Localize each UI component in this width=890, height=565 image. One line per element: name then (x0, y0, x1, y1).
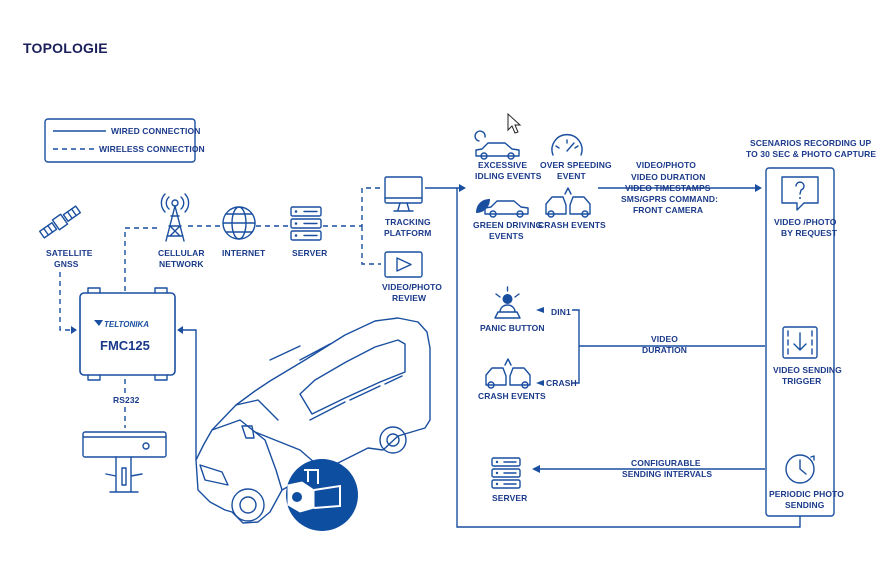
overspeed-label-1: OVER SPEEDING (540, 160, 612, 170)
trigger-label-1: VIDEO SENDING (773, 365, 842, 375)
play-icon (384, 251, 423, 278)
internet-label: INTERNET (222, 248, 266, 258)
camera-icon (254, 431, 358, 531)
periodic-label-1: PERIODIC PHOTO (769, 489, 844, 499)
trigger-label-2: TRIGGER (782, 376, 821, 386)
leaf-car-icon (476, 199, 529, 218)
crash-top-label: CRASH EVENTS (538, 220, 606, 230)
cellular-label-2: NETWORK (159, 259, 204, 269)
camera-device-icon (82, 431, 167, 493)
fc-line-2: VIDEO DURATION (631, 172, 705, 182)
cellular-label-1: CELLULAR (158, 248, 205, 258)
server-bottom-label: SERVER (492, 493, 527, 503)
satellite-label-1: SATELLITE (46, 248, 93, 258)
duration-label-1: VIDEO (651, 334, 678, 344)
connections (59, 184, 801, 528)
tracking-label-2: PLATFORM (384, 228, 431, 238)
duration-label-2: DURATION (642, 345, 687, 355)
fc-line-5: FRONT CAMERA (633, 205, 703, 215)
device-model: FMC125 (100, 338, 150, 353)
server-icon (290, 206, 322, 241)
panic-button-icon (494, 286, 521, 319)
scenarios-header-1: SCENARIOS RECORDING UP (750, 138, 871, 148)
crash-icon-top (545, 187, 591, 218)
crash-line-label: CRASH (546, 378, 577, 388)
periodic-label-2: SENDING (785, 500, 825, 510)
fmc125-device: TELTONIKA FMC125 (79, 287, 176, 381)
cell-tower-icon (160, 193, 190, 242)
legend: WIRED CONNECTION WIRELESS CONNECTION (44, 118, 205, 163)
configurable-label-1: CONFIGURABLE (631, 458, 701, 468)
front-camera-text: VIDEO/PHOTO VIDEO DURATION VIDEO TIMESTA… (621, 160, 718, 215)
download-trigger-icon (782, 326, 818, 359)
page-title: TOPOLOGIE (23, 40, 108, 56)
fc-line-3: VIDEO TIMESTAMPS (625, 183, 711, 193)
monitor-icon (384, 176, 423, 212)
scenarios-header-2: TO 30 SEC & PHOTO CAPTURE (746, 149, 876, 159)
request-label-1: VIDEO /PHOTO (774, 217, 837, 227)
panic-label: PANIC BUTTON (480, 323, 545, 333)
question-bubble-icon (781, 176, 819, 211)
van-illustration (195, 317, 431, 524)
cursor-icon (507, 112, 522, 134)
green-label-2: EVENTS (489, 231, 524, 241)
video-review-label-1: VIDEO/PHOTO (382, 282, 442, 292)
rs232-label: RS232 (113, 395, 140, 405)
configurable-label-2: SENDING INTERVALS (622, 469, 712, 479)
crash-mid-label: CRASH EVENTS (478, 391, 546, 401)
legend-wireless-label: WIRELESS CONNECTION (99, 144, 205, 154)
car-icon (474, 130, 520, 160)
excessive-label-2: IDLING EVENTS (475, 171, 542, 181)
excessive-label-1: EXCESSIVE (478, 160, 527, 170)
globe-icon (222, 206, 256, 240)
tracking-label-1: TRACKING (385, 217, 431, 227)
speedometer-icon (551, 133, 583, 156)
satellite-label-2: GNSS (54, 259, 79, 269)
device-brand: TELTONIKA (104, 320, 149, 329)
overspeed-label-2: EVENT (557, 171, 587, 181)
legend-wired-label: WIRED CONNECTION (111, 126, 200, 136)
fc-line-1: VIDEO/PHOTO (636, 160, 696, 170)
request-label-2: BY REQUEST (781, 228, 838, 238)
server-label: SERVER (292, 248, 327, 258)
clock-icon (785, 454, 815, 484)
server-icon-bottom (491, 457, 521, 489)
satellite-icon (38, 205, 82, 239)
video-review-label-2: REVIEW (392, 293, 427, 303)
din1-label: DIN1 (551, 307, 571, 317)
green-label-1: GREEN DRIVING (473, 220, 543, 230)
crash-icon-mid (485, 358, 531, 389)
scenarios-box (765, 167, 835, 517)
fc-line-4: SMS/GPRS COMMAND: (621, 194, 718, 204)
